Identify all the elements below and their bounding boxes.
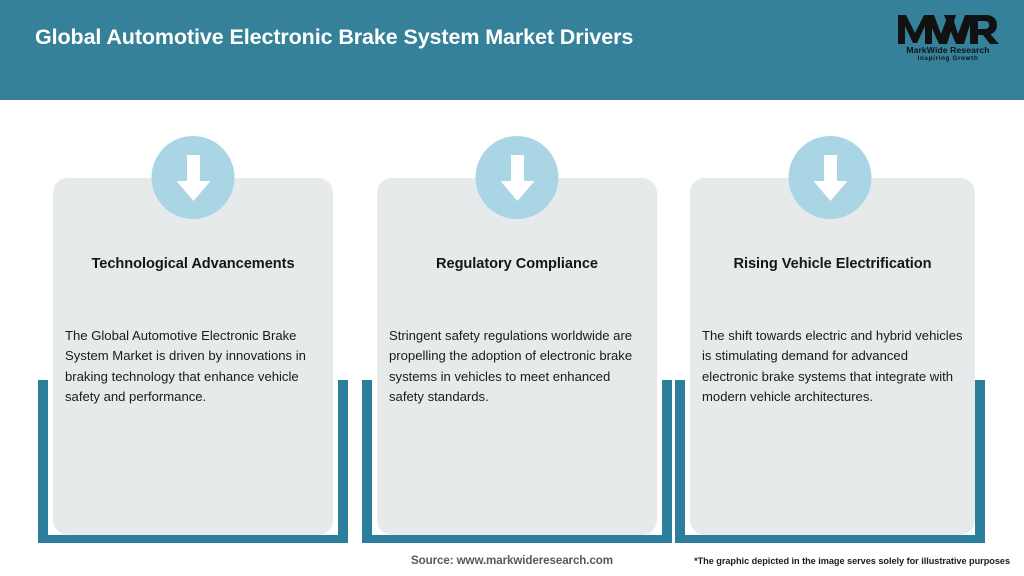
card-frame-right-bar bbox=[662, 380, 672, 543]
arrow-down-glyph bbox=[813, 154, 847, 201]
source-label: Source: www.markwideresearch.com bbox=[411, 554, 613, 567]
card-frame-bottom-bar bbox=[362, 535, 672, 543]
drivers-card-group: Technological Advancements The Global Au… bbox=[0, 100, 1024, 543]
card-description: The shift towards electric and hybrid ve… bbox=[702, 328, 963, 405]
card-frame-left-bar bbox=[362, 380, 372, 543]
card-title: Rising Vehicle Electrification bbox=[733, 256, 932, 272]
company-logo: MarkWide Research Inspiring Growth bbox=[896, 12, 1000, 68]
page-header: Global Automotive Electronic Brake Syste… bbox=[0, 0, 1024, 100]
card-title: Technological Advancements bbox=[91, 256, 295, 272]
page-title: Global Automotive Electronic Brake Syste… bbox=[35, 25, 634, 49]
driver-card-3[interactable]: Rising Vehicle Electrification The shift… bbox=[675, 100, 985, 543]
card-frame-bottom-bar bbox=[38, 535, 348, 543]
arrow-down-icon bbox=[151, 136, 235, 219]
card-panel: Rising Vehicle Electrification The shift… bbox=[690, 178, 975, 535]
mwr-logo-icon bbox=[898, 15, 999, 44]
driver-card-1[interactable]: Technological Advancements The Global Au… bbox=[38, 100, 348, 543]
card-frame-bottom-bar bbox=[675, 535, 985, 543]
arrow-down-glyph bbox=[176, 154, 210, 201]
card-panel: Technological Advancements The Global Au… bbox=[53, 178, 333, 535]
arrow-down-icon bbox=[475, 136, 559, 219]
card-description: The Global Automotive Electronic Brake S… bbox=[65, 328, 306, 405]
card-frame-left-bar bbox=[675, 380, 685, 543]
card-frame-right-bar bbox=[975, 380, 985, 543]
logo-company-name: MarkWide Research bbox=[906, 45, 990, 55]
card-title: Regulatory Compliance bbox=[436, 256, 598, 272]
card-description: Stringent safety regulations worldwide a… bbox=[389, 328, 633, 405]
driver-card-2[interactable]: Regulatory Compliance Stringent safety r… bbox=[362, 100, 672, 543]
logo-tagline: Inspiring Growth bbox=[917, 55, 979, 62]
arrow-down-icon bbox=[788, 136, 872, 219]
card-frame-left-bar bbox=[38, 380, 48, 543]
card-panel: Regulatory Compliance Stringent safety r… bbox=[377, 178, 657, 535]
disclaimer-note: *The graphic depicted in the image serve… bbox=[694, 556, 1010, 566]
arrow-down-glyph bbox=[500, 154, 534, 201]
card-frame-right-bar bbox=[338, 380, 348, 543]
